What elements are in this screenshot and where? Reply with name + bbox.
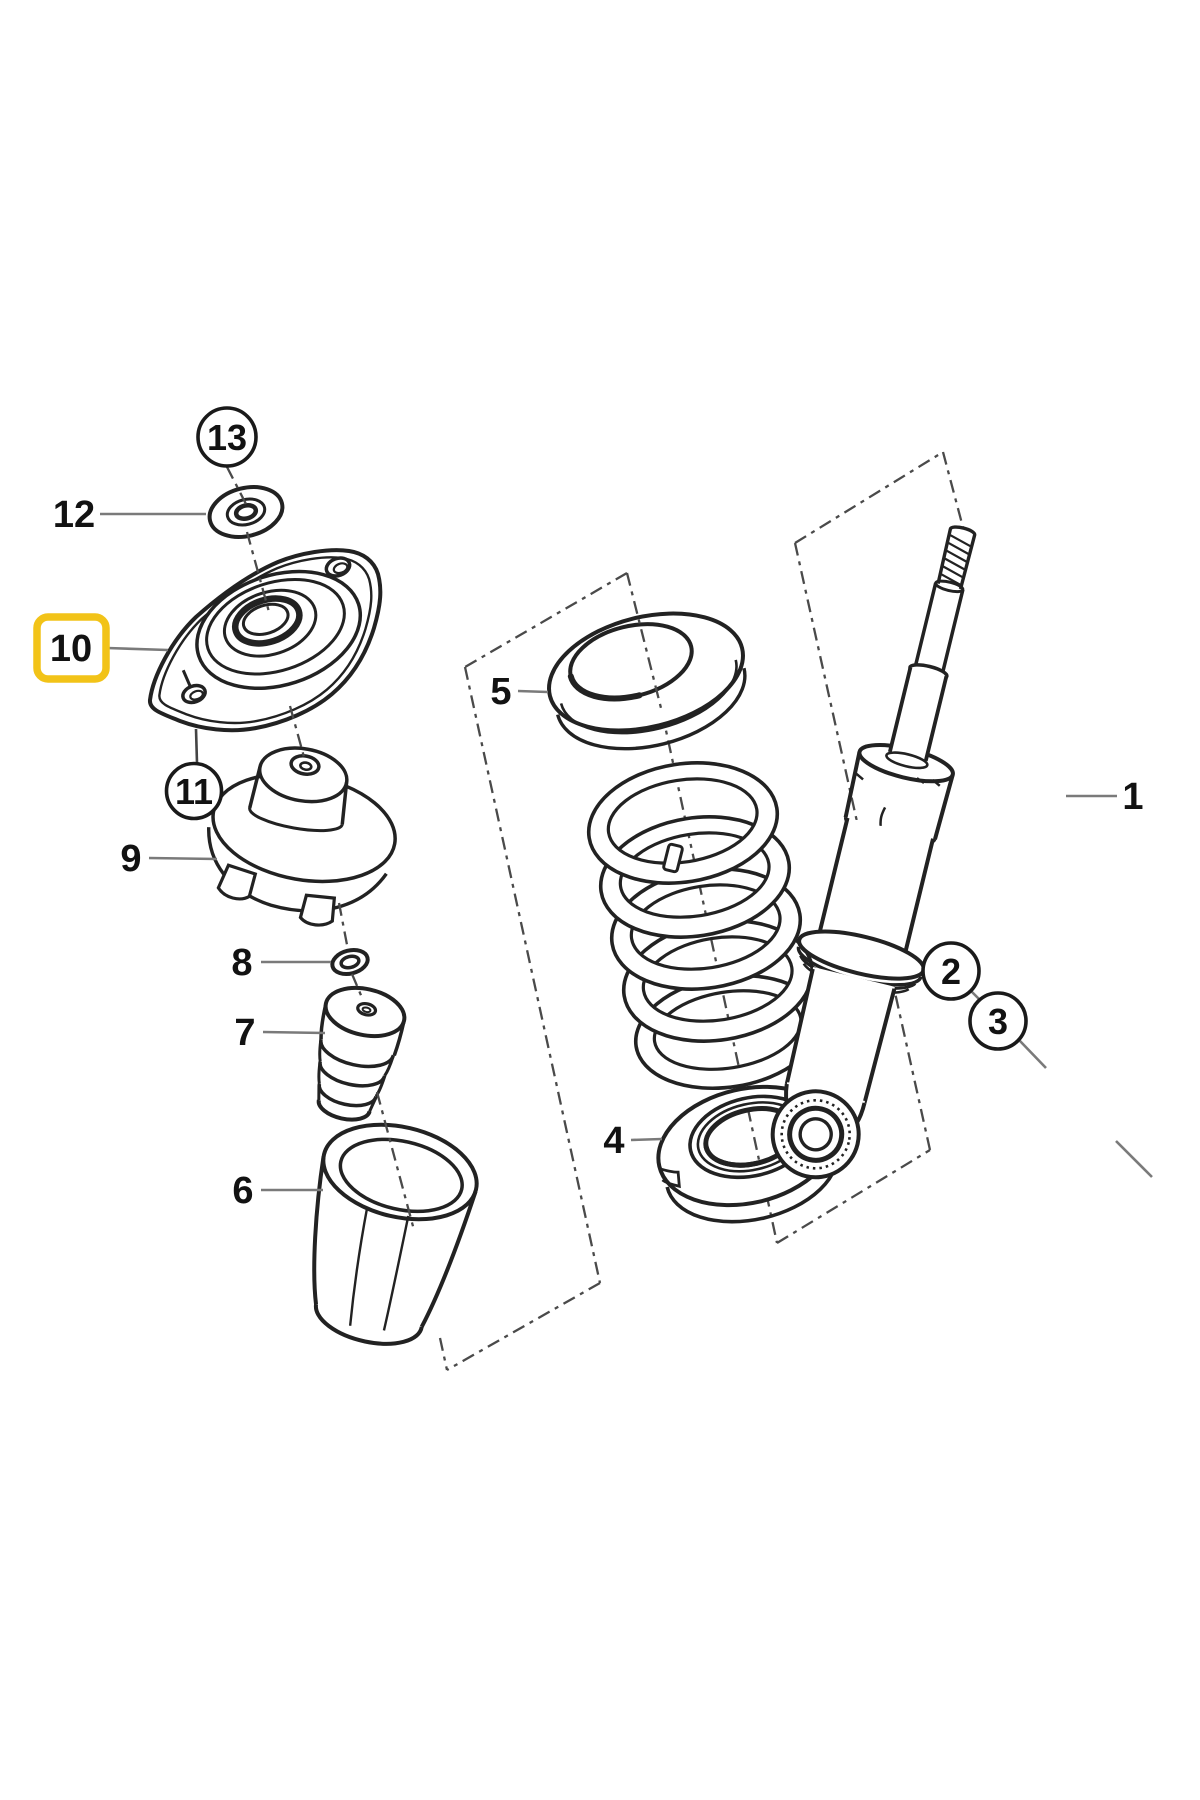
- part-bump-stop: [316, 985, 407, 1124]
- callout-2-label[interactable]: 2: [941, 951, 961, 992]
- callout-7-label[interactable]: 7: [234, 1012, 255, 1054]
- part-spring-support: [207, 746, 397, 927]
- bushing-pointer-line: [1115, 1140, 1153, 1178]
- callout-13[interactable]: 13: [196, 406, 258, 468]
- callout-4[interactable]: 4: [603, 1120, 624, 1162]
- callout-11-label[interactable]: 11: [175, 771, 213, 812]
- callout-9[interactable]: 9: [120, 838, 141, 880]
- plate-hole-bottom: [181, 669, 207, 705]
- callout-3[interactable]: 3: [968, 991, 1028, 1051]
- callout-1[interactable]: 1: [1122, 776, 1143, 818]
- part-protective-boot: [312, 1122, 479, 1346]
- plate-hole-top: [324, 556, 352, 578]
- part-small-ring: [330, 948, 370, 976]
- callout-13-label[interactable]: 13: [207, 417, 247, 458]
- callout-5-label[interactable]: 5: [490, 671, 511, 713]
- callout-10-label[interactable]: 10: [50, 628, 92, 670]
- callout-9-label[interactable]: 9: [120, 838, 141, 880]
- part-washer: [207, 485, 285, 539]
- axis-lines-over-parts: [225, 466, 664, 1231]
- callout-7[interactable]: 7: [234, 1012, 255, 1054]
- callout-10-highlight-box: [33, 613, 110, 683]
- callout-8-label[interactable]: 8: [231, 942, 252, 984]
- spring-wire-end: [662, 842, 684, 874]
- callout-10[interactable]: 10: [33, 613, 110, 683]
- callout-12[interactable]: 12: [53, 494, 95, 536]
- callout-8[interactable]: 8: [231, 942, 252, 984]
- part-shock-absorber: [770, 525, 977, 1180]
- part-coil-spring: [586, 761, 823, 1091]
- callout-6[interactable]: 6: [232, 1170, 253, 1212]
- callout-2[interactable]: 2: [921, 941, 981, 1001]
- part-upper-spring-pad: [547, 611, 747, 751]
- callout-6-label[interactable]: 6: [232, 1170, 253, 1212]
- bottom-eye-bushing: [770, 1089, 861, 1180]
- callout-11[interactable]: 11: [164, 761, 224, 821]
- callout-1-label[interactable]: 1: [1122, 776, 1143, 818]
- callout-5[interactable]: 5: [490, 671, 511, 713]
- leader-lines: [100, 512, 1117, 1192]
- callout-12-label[interactable]: 12: [53, 494, 95, 536]
- part-upper-mount-plate: [148, 548, 383, 764]
- callout-3-label[interactable]: 3: [988, 1001, 1008, 1042]
- callout-4-label[interactable]: 4: [603, 1120, 624, 1162]
